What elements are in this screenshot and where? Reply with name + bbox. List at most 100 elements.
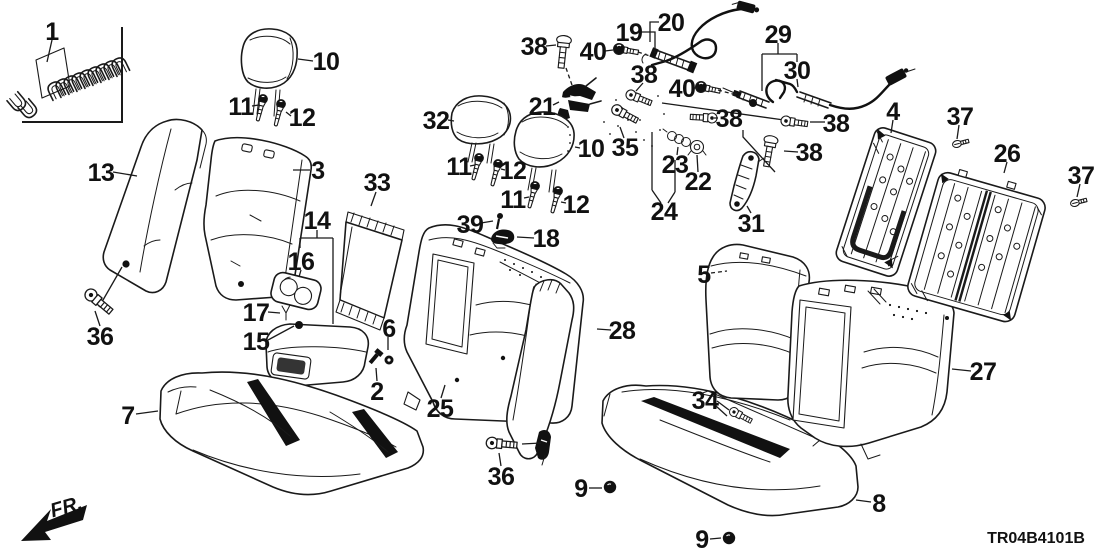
part-label-19[interactable]: 19	[616, 19, 643, 47]
clip-17	[281, 304, 291, 321]
part-label-21[interactable]: 21	[529, 93, 557, 121]
part-label-18[interactable]: 18	[533, 225, 561, 253]
leader-line-34	[716, 400, 730, 411]
leader-line-5	[710, 270, 728, 274]
seatback-frame-right	[907, 168, 1046, 323]
center-carpet-panel	[335, 211, 405, 331]
leader-line-33	[370, 191, 377, 207]
bracket-31	[729, 150, 765, 212]
part-label-8[interactable]: 8	[872, 490, 887, 518]
part-label-28[interactable]: 28	[609, 317, 637, 345]
seat-cushion-right	[601, 384, 859, 517]
leader-line-27	[951, 368, 972, 372]
part-label-38b[interactable]: 38	[631, 61, 659, 89]
part-label-40b[interactable]: 40	[669, 75, 696, 103]
part-label-36a[interactable]: 36	[87, 323, 114, 351]
leader-line-10b	[574, 146, 581, 149]
part-label-36b[interactable]: 36	[488, 463, 515, 491]
part-label-38e[interactable]: 38	[796, 139, 824, 167]
leader-line-11a	[251, 104, 260, 107]
part-label-33[interactable]: 33	[364, 169, 391, 197]
part-label-34[interactable]: 34	[692, 387, 720, 415]
part-label-20[interactable]: 20	[658, 9, 685, 37]
leader-line-18	[516, 236, 535, 239]
part-label-11a[interactable]: 11	[228, 93, 255, 121]
leader-line-38b	[635, 82, 644, 92]
part-label-9a[interactable]: 9	[574, 475, 588, 503]
part-label-12c[interactable]: 12	[563, 191, 590, 219]
part-label-11c[interactable]: 11	[500, 186, 527, 214]
leader-line-30	[796, 78, 799, 88]
part-label-4[interactable]: 4	[886, 98, 901, 126]
leader-line-11c	[523, 196, 530, 199]
leader-line-36b	[498, 452, 502, 467]
leader-line-1	[46, 39, 53, 63]
part-label-13[interactable]: 13	[88, 159, 115, 187]
part-label-2[interactable]: 2	[370, 378, 384, 406]
screw-37-left	[951, 137, 971, 149]
leader-line-12c	[560, 201, 567, 204]
leader-line-4	[890, 119, 894, 134]
leader-line-39	[480, 220, 494, 224]
part-label-25[interactable]: 25	[427, 395, 455, 423]
part-label-14[interactable]: 14	[304, 207, 332, 235]
part-label-12b[interactable]: 12	[500, 157, 527, 185]
part-label-40a[interactable]: 40	[580, 38, 607, 66]
part-label-5[interactable]: 5	[697, 261, 712, 289]
seat-cushion-left	[159, 371, 425, 496]
part-label-35[interactable]: 35	[612, 134, 640, 162]
leader-line-23	[676, 146, 679, 156]
leader-line-37a	[956, 124, 960, 140]
part-label-39[interactable]: 39	[457, 211, 484, 239]
part-label-22[interactable]: 22	[685, 168, 712, 196]
bolt-35	[609, 102, 641, 126]
headrest-right-10	[513, 111, 575, 193]
part-label-16[interactable]: 16	[288, 248, 315, 276]
part-label-38a[interactable]: 38	[521, 33, 549, 61]
leader-line-26	[1003, 161, 1008, 174]
part-label-37b[interactable]: 37	[1068, 162, 1095, 190]
leader-line-40a	[604, 49, 614, 52]
leader-line-36a	[94, 310, 101, 327]
part-label-38d[interactable]: 38	[823, 110, 851, 138]
bolt-38-c	[689, 111, 718, 124]
part-label-38c[interactable]: 38	[716, 105, 744, 133]
part-label-12a[interactable]: 12	[289, 104, 316, 132]
part-label-10b[interactable]: 10	[578, 135, 605, 163]
leader-line-10a	[297, 58, 314, 62]
leader-line-2	[375, 367, 378, 382]
part-label-27[interactable]: 27	[970, 358, 997, 386]
part-label-32[interactable]: 32	[423, 107, 450, 135]
grommet-9-right	[722, 531, 736, 545]
part-label-1[interactable]: 1	[45, 18, 60, 46]
guide-pin-11c	[524, 180, 541, 210]
part-label-23[interactable]: 23	[662, 151, 689, 179]
bolt-38-b	[623, 87, 654, 109]
part-label-37a[interactable]: 37	[947, 103, 974, 131]
part-label-17[interactable]: 17	[243, 299, 270, 327]
part-label-10a[interactable]: 10	[313, 48, 340, 76]
grommet-9-left	[603, 480, 617, 494]
part-label-15[interactable]: 15	[243, 328, 271, 356]
part-label-31[interactable]: 31	[738, 210, 766, 238]
part-label-30[interactable]: 30	[784, 57, 811, 85]
headrest-rear	[240, 28, 298, 128]
part-label-6[interactable]: 6	[382, 315, 396, 343]
part-label-9b[interactable]: 9	[695, 526, 709, 553]
bolt-40-b	[693, 79, 722, 98]
leader-line-28	[596, 328, 612, 331]
part-label-3[interactable]: 3	[311, 157, 325, 185]
leader-line-16	[298, 269, 302, 278]
part-label-11b[interactable]: 11	[446, 153, 473, 181]
part-label-24[interactable]: 24	[651, 198, 679, 226]
bushing-22	[687, 139, 707, 156]
part-label-29[interactable]: 29	[765, 21, 792, 49]
leader-line-19	[641, 31, 656, 53]
leader-line-31	[746, 205, 752, 214]
part-label-7[interactable]: 7	[121, 402, 135, 430]
leader-line-38a	[545, 44, 557, 47]
seatback-frame-left	[835, 127, 937, 277]
leader-line-11b	[469, 164, 476, 167]
part-label-26[interactable]: 26	[994, 140, 1021, 168]
